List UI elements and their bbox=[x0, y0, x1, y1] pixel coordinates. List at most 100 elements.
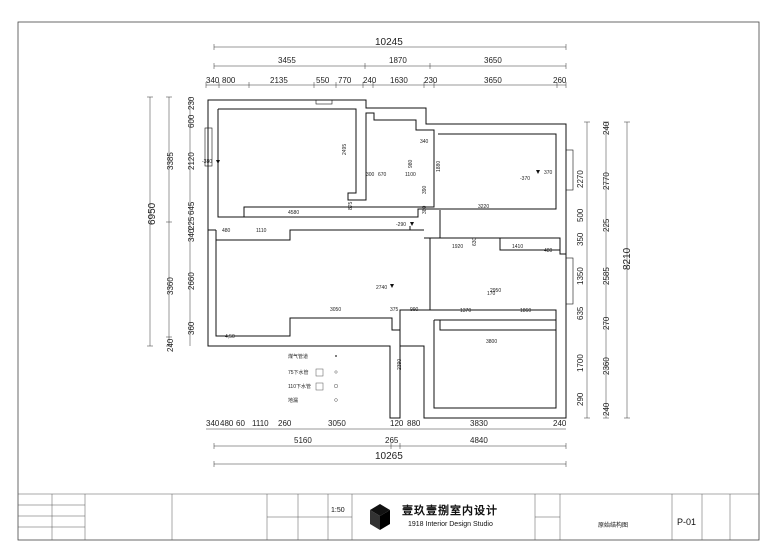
dim-right-outer-item: 240 bbox=[602, 121, 611, 135]
dim-left-outer-item: 240 bbox=[166, 338, 175, 352]
dim-bottom-row1-item: 1110 bbox=[252, 419, 269, 428]
interior-dim: 380 bbox=[422, 205, 428, 214]
interior-dimensions: 2495 4580 875 340 980 1100 300 670 1880 … bbox=[222, 139, 553, 370]
studio-logo bbox=[370, 504, 390, 530]
dim-left-inner-item: 230 bbox=[187, 96, 196, 110]
dim-bottom-row1-item: 260 bbox=[278, 419, 292, 428]
interior-dim: 3050 bbox=[330, 307, 341, 313]
dim-bottom-row1-item: 240 bbox=[553, 419, 567, 428]
interior-dim: 4,50 bbox=[225, 334, 235, 340]
interior-dim: 670 bbox=[378, 172, 387, 178]
legend-item: 地漏 bbox=[288, 397, 298, 404]
level-mark: -380 bbox=[202, 159, 212, 165]
dim-bottom-row1-item: 3830 bbox=[470, 419, 488, 428]
dim-top-row3-item: 3650 bbox=[484, 76, 502, 85]
interior-dim: 1410 bbox=[512, 244, 523, 250]
interior-dim: 990 bbox=[410, 307, 419, 313]
right-dimension-lines bbox=[584, 121, 630, 419]
dim-top-row3-item: 550 bbox=[316, 76, 330, 85]
sheet-border bbox=[17, 21, 760, 541]
dim-top-overall: 10245 bbox=[375, 37, 403, 48]
dim-right-outer-item: 225 bbox=[602, 218, 611, 232]
drain-pipe-110-icon bbox=[315, 382, 324, 391]
dim-left-outer-item: 3385 bbox=[166, 152, 175, 170]
level-mark: -370 bbox=[520, 176, 530, 182]
drain-pipe-110-symbol-icon bbox=[333, 383, 339, 389]
interior-dim: 480 bbox=[544, 248, 553, 254]
interior-dim: 1920 bbox=[452, 244, 463, 250]
interior-dim: 630 bbox=[472, 237, 478, 246]
drawing-scale: 1:50 bbox=[331, 507, 345, 514]
dim-top-row3-item: 770 bbox=[338, 76, 352, 85]
drawing-number: P-01 bbox=[677, 517, 697, 527]
dim-right-inner-item: 1350 bbox=[576, 267, 585, 285]
level-triangle-icon bbox=[410, 222, 414, 226]
dim-right-outer-item: 240 bbox=[602, 402, 611, 416]
dim-right-inner-item: 635 bbox=[576, 306, 585, 320]
interior-dim: 1100 bbox=[405, 172, 416, 178]
dim-bottom-row1-item: 120 bbox=[390, 419, 404, 428]
legend: 煤气管道 75下水管 110下水管 地漏 bbox=[288, 353, 339, 404]
interior-dim: 375 bbox=[390, 307, 399, 313]
dim-left-overall: 6950 bbox=[147, 202, 158, 225]
level-mark: 2950 bbox=[490, 288, 501, 294]
dim-left-inner: 230 600 2120 645 225 340 2660 360 bbox=[187, 96, 196, 335]
dim-left-inner-item: 645 bbox=[187, 201, 196, 215]
legend-item: 75下水管 bbox=[288, 369, 309, 376]
dim-bottom-row2-item: 265 bbox=[385, 436, 399, 445]
top-dimension-lines bbox=[205, 44, 567, 88]
interior-dim: 170 bbox=[487, 291, 496, 297]
interior-dim: 1370 bbox=[460, 308, 471, 314]
floor-drain-icon bbox=[334, 398, 338, 402]
dim-top-row2: 3455 1870 3650 bbox=[278, 56, 502, 65]
dim-right-outer-item: 2770 bbox=[602, 172, 611, 190]
dim-right-outer-item: 2585 bbox=[602, 267, 611, 285]
dim-right-outer-item: 270 bbox=[602, 316, 611, 330]
drain-pipe-75-icon bbox=[315, 368, 324, 377]
interior-dim: 875 bbox=[348, 201, 354, 210]
left-dimension-lines bbox=[147, 96, 191, 347]
windows bbox=[204, 99, 574, 305]
level-marks: -380 -290 2740 370 -370 2950 bbox=[202, 159, 553, 294]
dim-right-inner-item: 350 bbox=[576, 232, 585, 246]
interior-dim: 3220 bbox=[478, 204, 489, 210]
interior-dim: 340 bbox=[420, 139, 429, 145]
drawing-title: 原始结构图 bbox=[598, 523, 629, 529]
dim-left-outer-item: 3360 bbox=[166, 277, 175, 295]
level-triangle-icon bbox=[390, 284, 394, 288]
dim-right-overall: 8210 bbox=[622, 247, 633, 270]
level-mark: 2740 bbox=[376, 285, 387, 291]
dim-bottom-row2: 5160 265 4840 bbox=[294, 436, 488, 445]
legend-item: 煤气管道 bbox=[288, 353, 308, 360]
interior-dim: 1110 bbox=[256, 228, 267, 234]
level-mark: 370 bbox=[544, 170, 553, 176]
dim-bottom-row1: 340 480 60 1110 260 3050 120 880 3830 24… bbox=[206, 419, 567, 428]
dim-right-inner: 2270 500 350 1350 635 1700 290 bbox=[576, 170, 585, 406]
dim-left-inner-item: 360 bbox=[187, 321, 196, 335]
walls bbox=[207, 99, 567, 419]
interior-dim: 3800 bbox=[486, 339, 497, 345]
interior-dim: 4580 bbox=[288, 210, 299, 216]
dim-top-row2-item: 1870 bbox=[389, 56, 407, 65]
drain-pipe-75-symbol-icon bbox=[334, 370, 338, 374]
dim-bottom-row1-item: 3050 bbox=[328, 419, 346, 428]
title-block-grid bbox=[18, 493, 759, 540]
dim-left-inner-item: 2120 bbox=[187, 152, 196, 170]
gas-pipe-icon bbox=[335, 355, 337, 357]
dim-top-row3-item: 240 bbox=[363, 76, 377, 85]
interior-dim: 480 bbox=[222, 228, 231, 234]
dim-bottom-overall: 10265 bbox=[375, 451, 403, 462]
dim-top-row2-item: 3650 bbox=[484, 56, 502, 65]
dim-top-row3-item: 800 bbox=[222, 76, 236, 85]
dim-bottom-row1-item: 480 bbox=[220, 419, 234, 428]
dim-bottom-row1-item: 340 bbox=[206, 419, 220, 428]
dim-top-row3-item: 260 bbox=[553, 76, 567, 85]
studio-name-en: 1918 Interior Design Studio bbox=[408, 521, 493, 528]
legend-item: 110下水管 bbox=[288, 383, 311, 390]
dim-top-row3-item: 1630 bbox=[390, 76, 408, 85]
interior-dim: 980 bbox=[408, 159, 414, 168]
dim-top-row3: 340 800 2135 550 770 240 1630 230 3650 2… bbox=[206, 76, 567, 85]
dim-bottom-row2-item: 5160 bbox=[294, 436, 312, 445]
interior-dim: 2495 bbox=[342, 144, 348, 155]
dim-right-inner-item: 2270 bbox=[576, 170, 585, 188]
